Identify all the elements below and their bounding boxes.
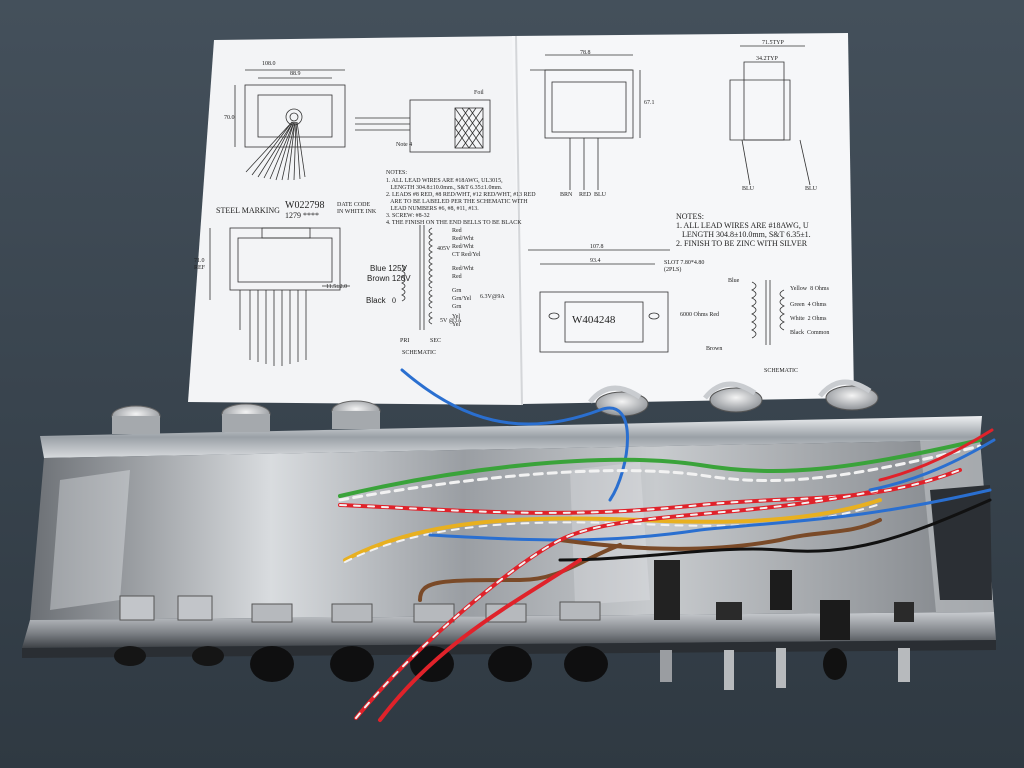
dim-typ-1: 71.5TYP: [762, 40, 784, 46]
dim-height: 71.0 REF: [194, 258, 206, 271]
tube-sockets: [111, 379, 879, 434]
brown-wire: [558, 518, 882, 551]
output-transformer-drawing: [528, 45, 811, 353]
part-code: 1279 ****: [285, 211, 319, 220]
left-notes-line: 1. ALL LEAD WIRES ARE #18AWG, UL3015,: [386, 178, 503, 184]
dim-width: 78.8: [580, 50, 591, 56]
lead-front: RED: [579, 192, 591, 198]
chassis-shadow-block: [930, 485, 992, 600]
slot-label: SLOT 7.80*4.80 (2PLS): [664, 260, 705, 273]
tap-right: Yellow 8 Ohms: [790, 286, 829, 292]
tap-right: Black Common: [790, 330, 830, 336]
black-wire: [558, 498, 992, 562]
sec-label: Grn: [452, 304, 462, 310]
lead-front: BLU: [594, 192, 606, 198]
left-notes-line: 2. LEADS #8 RED, #8 RED/WHT, #12 RED/WHT…: [386, 192, 536, 198]
sec-label: Red/Wht: [452, 266, 474, 272]
lead-front: BRN: [560, 192, 573, 198]
sec-label: Red/Wht: [452, 244, 474, 250]
pri-zero: 0: [392, 296, 396, 305]
right-notes-line: LENGTH 304.8±10.0mm, S&T 6.35±1.: [676, 230, 811, 239]
power-transformer-drawing: [209, 69, 491, 366]
dim-small: 11.5±2.0: [326, 284, 348, 290]
chassis-rear-lip: [40, 416, 982, 458]
foil-label: Foil: [474, 90, 484, 96]
left-notes-line: LEAD NUMBERS #6, #8, #11, #13.: [386, 206, 479, 212]
steel-marking: STEEL MARKING: [216, 206, 280, 215]
tap-right: Green 4 Ohms: [790, 302, 827, 308]
front-panel-controls: [114, 560, 914, 690]
right-notes-line: 2. FINISH TO BE ZINC WITH SILVER: [676, 239, 808, 248]
lead-side: BLU: [805, 186, 817, 192]
right-notes-title: NOTES:: [676, 212, 704, 221]
sec-label: Red/Wht: [452, 236, 474, 242]
pri-label: Black: [366, 296, 386, 305]
sec-label: Grn/Yel: [452, 296, 472, 302]
sec-label: CT Red/Yel: [452, 252, 481, 258]
sec-label-text: SEC: [430, 338, 442, 344]
chassis: [22, 379, 996, 690]
green-wire: [338, 438, 982, 498]
left-notes-line: 3. SCREW: #8-32: [386, 213, 430, 219]
sec-label: Red: [452, 228, 462, 234]
sec-value: 405V: [437, 246, 451, 252]
right-notes-line: 1. ALL LEAD WIRES ARE #18AWG, U: [676, 221, 809, 230]
pri-label: Brown 120V: [367, 274, 411, 283]
dim-typ-2: 34.2TYP: [756, 56, 778, 62]
sec-value: 5V @3A: [440, 318, 462, 324]
left-notes-title: NOTES:: [386, 170, 407, 176]
sec-label: Yel: [452, 322, 461, 328]
sec-label: Red: [452, 274, 462, 280]
pri-label: Blue 125V: [370, 264, 407, 273]
chassis-floor: [30, 440, 994, 620]
left-notes-line: ARE TO BE LABELED PER THE SCHEMATIC WITH: [386, 199, 528, 205]
schematic-label-right: SCHEMATIC: [764, 368, 799, 374]
dim-base-1: 107.8: [590, 244, 604, 250]
dim-base-2: 93.4: [590, 258, 601, 264]
tap-left: Blue: [728, 278, 740, 284]
output-transformer-sheet: [512, 33, 854, 404]
note-label: Note 4: [396, 142, 413, 148]
sec-value: 6.3V@9A: [480, 294, 505, 300]
pri-label-text: PRI: [400, 338, 410, 344]
schematic-label-left: SCHEMATIC: [402, 350, 437, 356]
left-notes-line: 4. THE FINISH ON THE END BELLS TO BE BLA…: [386, 220, 522, 226]
dim-top-2: 88.9: [290, 71, 301, 77]
tap-right: White 2 Ohms: [790, 316, 827, 322]
wire-harness: [338, 368, 996, 722]
power-transformer-sheet: [188, 36, 522, 405]
tap-left: 6000 Ohms Red: [680, 312, 719, 318]
dim-top-1: 108.0: [262, 61, 276, 67]
dim-height-right: 67.1: [644, 100, 655, 106]
sec-label: Yel: [452, 314, 461, 320]
dim-side: 70.0: [224, 115, 235, 121]
schematic-papers: [188, 33, 854, 406]
lead-side: BLU: [742, 186, 754, 192]
part-number-left: W022798: [285, 200, 325, 211]
left-notes-line: LENGTH 304.8±10.0mm., S&T 6.35±1.0mm.: [386, 185, 503, 191]
tap-left: Brown: [706, 346, 723, 352]
date-code: DATE CODE IN WHITE INK: [337, 202, 377, 215]
sec-label: Grn: [452, 288, 462, 294]
part-number-right: W404248: [572, 314, 616, 326]
